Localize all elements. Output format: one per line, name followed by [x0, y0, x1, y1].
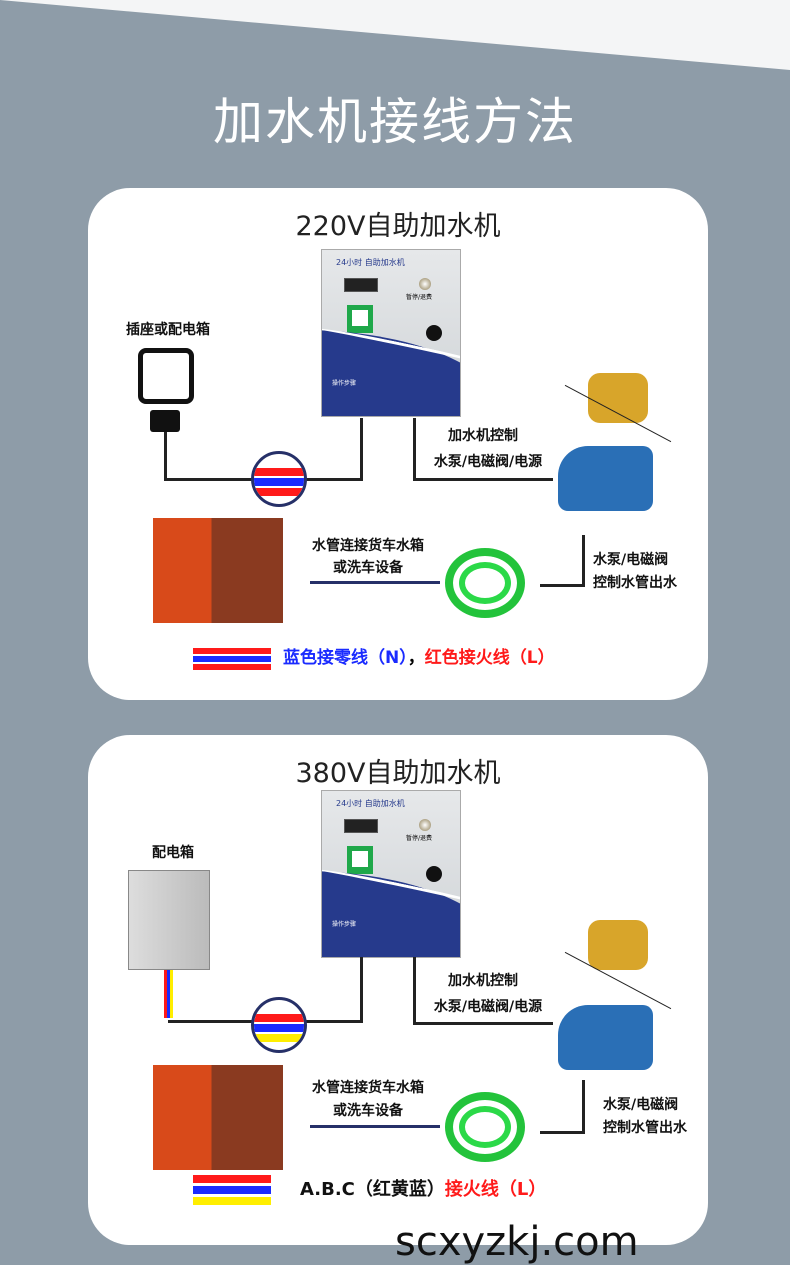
control-label-2: 水泵/电磁阀/电源 [433, 999, 543, 1015]
button-label: 暂停/退费 [406, 835, 433, 842]
distribution-box-image [128, 870, 210, 970]
machine-brand: 24小时 自助加水机 [336, 799, 405, 808]
top-band [0, 0, 790, 70]
output-label: 水泵/电磁阀 [603, 1097, 679, 1113]
truck-image [153, 1065, 283, 1170]
refund-button [426, 866, 442, 882]
refund-button [426, 325, 442, 341]
lamp [419, 819, 431, 831]
panel-380v: 380V自助加水机 24小时 自助加水机 暂停/退费 操作步骤 配电箱 加水机控… [88, 735, 708, 1245]
qr-code [347, 846, 373, 874]
green-hose-image [445, 548, 525, 618]
hose-label-2: 或洗车设备 [333, 1103, 403, 1119]
lamp [419, 278, 431, 290]
water-pump-icon [558, 1005, 653, 1070]
legend-separator: ， [407, 648, 425, 668]
hose-label-2: 或洗车设备 [333, 560, 403, 576]
panel-title: 220V自助加水机 [295, 211, 501, 242]
steps-label: 操作步骤 [332, 380, 357, 387]
qr-code [347, 305, 373, 333]
page-title: 加水机接线方法 [213, 93, 577, 151]
water-machine: 24小时 自助加水机 暂停/退费 操作步骤 [321, 249, 461, 417]
legend-phases: A.B.C（红黄蓝） [300, 1179, 445, 1200]
wire-cross-section-icon [251, 451, 307, 507]
watermark: scxyzkj.com [395, 1219, 639, 1265]
green-hose-image [445, 1092, 525, 1162]
panel-title: 380V自助加水机 [295, 758, 501, 789]
water-pump-icon [558, 446, 653, 511]
source-label: 插座或配电箱 [126, 322, 210, 338]
button-label: 暂停/退费 [406, 294, 433, 301]
legend-live: 接火线（L） [444, 1179, 547, 1200]
wire-cross-section-icon [251, 997, 307, 1053]
output-label-2: 控制水管出水 [603, 1120, 687, 1136]
display [344, 819, 378, 833]
panel-220v: 220V自助加水机 24小时 自助加水机 暂停/退费 操作步骤 插座或配电箱 加… [88, 188, 708, 700]
truck-image [153, 518, 283, 623]
solenoid-valve-icon [588, 920, 648, 970]
display [344, 278, 378, 292]
hose-label: 水管连接货车水箱 [312, 538, 424, 554]
output-label-2: 控制水管出水 [593, 575, 677, 591]
water-machine: 24小时 自助加水机 暂停/退费 操作步骤 [321, 790, 461, 958]
machine-brand: 24小时 自助加水机 [336, 258, 405, 267]
solenoid-valve-icon [588, 373, 648, 423]
wire-legend-icon [193, 648, 271, 670]
hose-label: 水管连接货车水箱 [312, 1080, 424, 1096]
control-label: 加水机控制 [448, 428, 518, 444]
wire-legend-icon [193, 1175, 271, 1205]
control-label: 加水机控制 [448, 973, 518, 989]
three-phase-wires [164, 970, 173, 1018]
output-label: 水泵/电磁阀 [593, 552, 669, 568]
socket-icon [138, 348, 194, 404]
legend-live: 红色接火线（L） [424, 648, 555, 668]
source-label: 配电箱 [152, 845, 194, 861]
legend-neutral: 蓝色接零线（N） [283, 648, 408, 668]
steps-label: 操作步骤 [332, 921, 357, 928]
control-label-2: 水泵/电磁阀/电源 [433, 454, 543, 470]
plug-icon [150, 410, 180, 432]
